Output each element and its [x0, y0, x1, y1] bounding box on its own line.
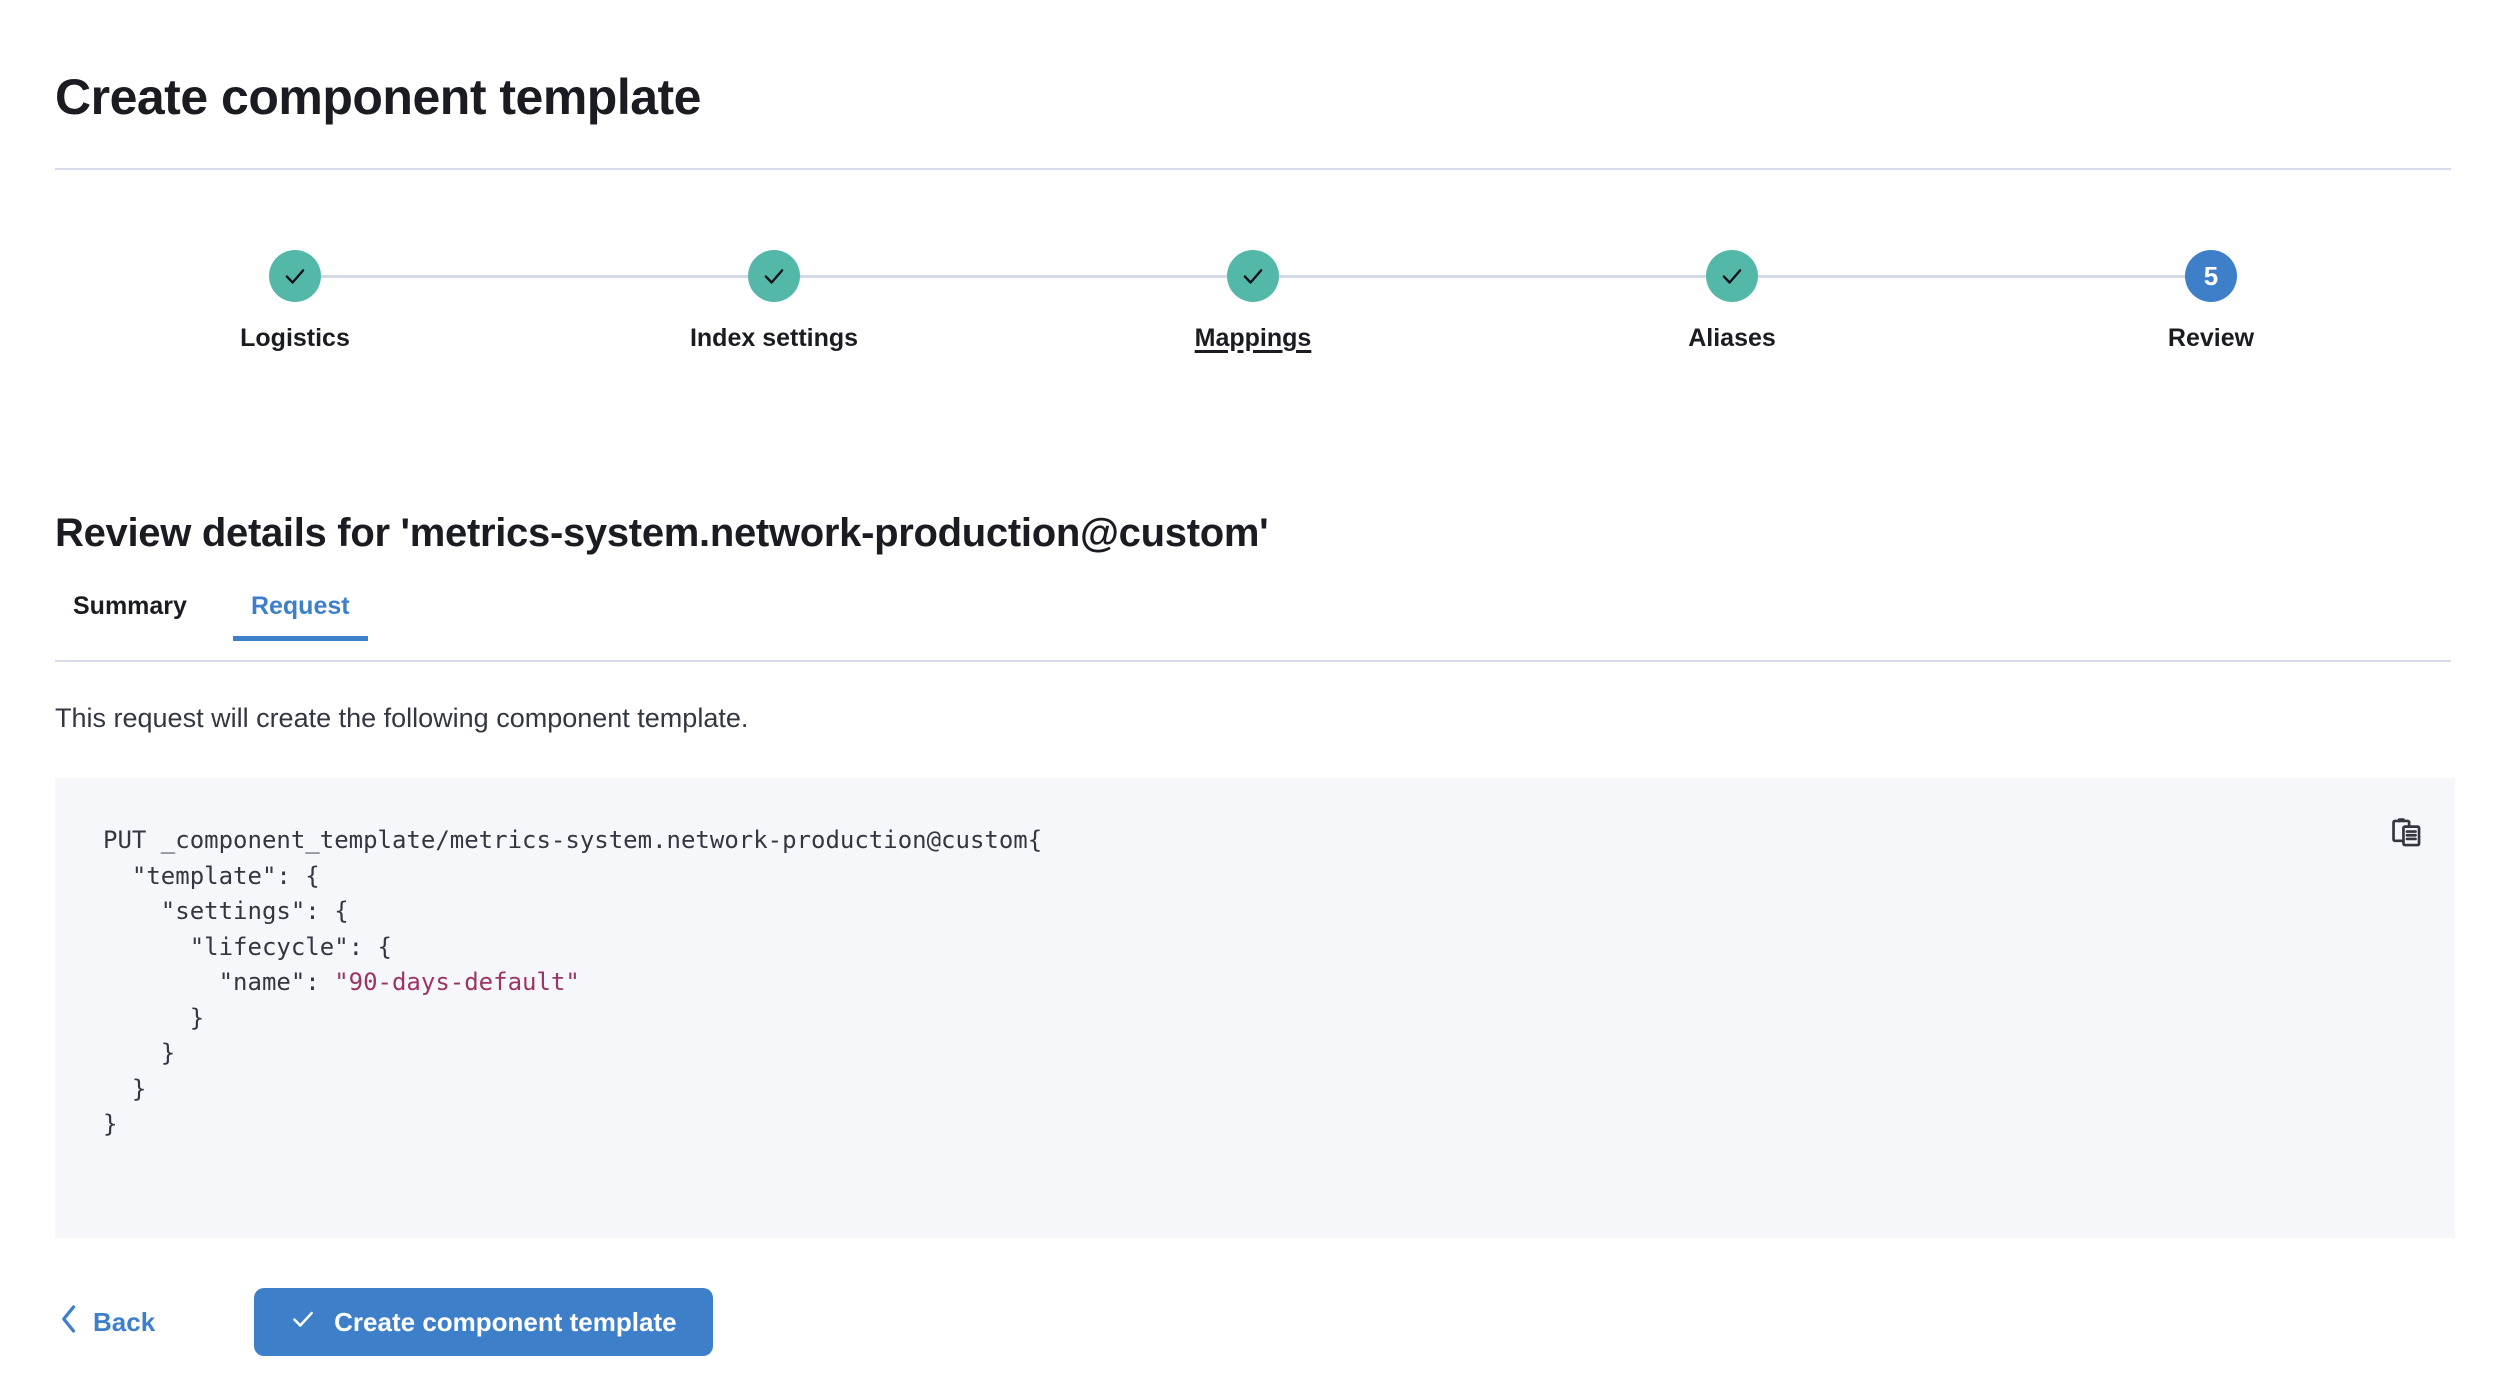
step-connector-1	[295, 275, 774, 278]
code-body-before: { "template": { "settings": { "lifecycle…	[131, 826, 1043, 996]
step-label-aliases[interactable]: Aliases	[1688, 324, 1776, 352]
request-description: This request will create the following c…	[55, 703, 749, 733]
step-logistics[interactable]: Logistics	[130, 250, 460, 353]
tab-request[interactable]: Request	[232, 592, 368, 641]
step-circle-1[interactable]	[269, 250, 321, 302]
request-code: PUT _component_template/metrics-system.n…	[103, 823, 1042, 1143]
review-section-title: Review details for 'metrics-system.netwo…	[55, 511, 1269, 556]
step-circle-2[interactable]	[748, 250, 800, 302]
step-label-index-settings[interactable]: Index settings	[689, 324, 859, 352]
step-index-settings[interactable]: Index settings	[609, 250, 939, 353]
wizard-footer: Back Create component template	[55, 1288, 713, 1356]
check-icon	[1240, 263, 1266, 289]
check-icon	[282, 263, 308, 289]
create-component-template-label: Create component template	[334, 1306, 677, 1337]
step-label-review[interactable]: Review	[2167, 324, 2255, 352]
code-string-value: "90-days-default"	[334, 968, 580, 996]
create-component-template-button[interactable]: Create component template	[254, 1288, 713, 1356]
code-method-line: PUT _component_template/metrics-system.n…	[103, 826, 1028, 854]
step-circle-4[interactable]	[1706, 250, 1758, 302]
step-label-logistics[interactable]: Logistics	[240, 324, 350, 352]
chevron-left-icon	[59, 1304, 79, 1341]
check-icon	[761, 263, 787, 289]
step-circle-5[interactable]: 5	[2185, 250, 2237, 302]
step-circle-3[interactable]	[1227, 250, 1279, 302]
step-aliases[interactable]: Aliases	[1567, 250, 1897, 353]
back-button-label: Back	[93, 1306, 156, 1337]
page-title: Create component template	[55, 68, 701, 125]
tab-summary[interactable]: Summary	[55, 592, 205, 641]
request-code-block: PUT _component_template/metrics-system.n…	[55, 778, 2455, 1238]
check-icon	[1719, 263, 1745, 289]
step-connector-2	[774, 275, 1253, 278]
tabs-divider	[55, 660, 2451, 662]
step-mappings[interactable]: Mappings	[1088, 250, 1418, 353]
check-icon	[290, 1306, 316, 1339]
copy-icon-button[interactable]	[2381, 808, 2433, 860]
back-button[interactable]: Back	[55, 1296, 159, 1349]
copy-icon	[2390, 816, 2424, 853]
step-label-mappings[interactable]: Mappings	[1194, 324, 1312, 352]
step-number: 5	[2203, 261, 2219, 291]
review-tabs: Summary Request	[55, 592, 2451, 662]
step-connector-3	[1253, 275, 1732, 278]
code-body-after: } } } }	[103, 1003, 205, 1139]
step-connector-4	[1732, 275, 2211, 278]
header-divider	[55, 168, 2451, 170]
